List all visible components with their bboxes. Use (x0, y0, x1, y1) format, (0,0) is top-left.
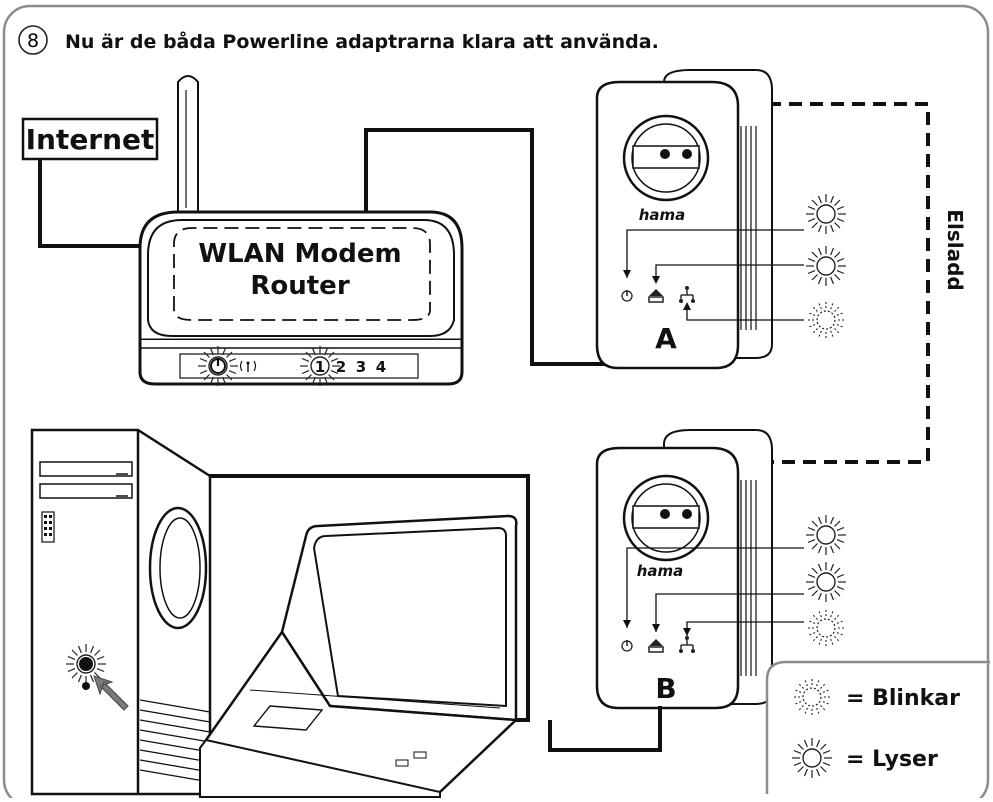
adapter-a-label: A (655, 322, 677, 355)
adapter-b-label: B (655, 672, 676, 705)
adapter-b-brand: hama (637, 562, 684, 580)
press-arrow-icon (93, 675, 129, 711)
router-port-4: 4 (376, 358, 386, 376)
adapter-b-power-led-sun-icon (805, 514, 847, 556)
laptop-to-adapter-b-cable (548, 706, 662, 752)
step-number: 8 (27, 30, 39, 52)
router-wifi-icon (239, 360, 257, 372)
internet-box: Internet (21, 117, 159, 161)
adapter-a-brand: hama (639, 206, 686, 224)
adapter-a-power-led-sun-icon (805, 193, 847, 235)
pc-power-button (79, 657, 93, 671)
router-antenna (177, 75, 199, 213)
pc-to-adapter-b-cable (200, 474, 530, 722)
legend-blink-sun-icon (791, 676, 833, 718)
router-to-adapter-a-cable (364, 128, 610, 366)
legend-blink-label: = Blinkar (846, 686, 960, 711)
laptop (198, 514, 519, 798)
adapter-a-plc-led-sun-icon (805, 245, 847, 287)
router-label-line2: Router (250, 271, 349, 301)
adapter-b-network-led-blink-icon (805, 607, 847, 649)
power-cable-dashed (768, 102, 930, 464)
router-label-line1: WLAN Modem (198, 239, 401, 269)
step-header: 8 Nu är de båda Powerline adaptrarna kla… (18, 25, 659, 55)
outer-frame (2, 4, 990, 802)
step-number-badge (18, 25, 48, 55)
wlan-router: WLAN Modem Router 1 2 3 4 (138, 75, 464, 387)
router-port-3: 3 (356, 358, 366, 376)
internet-label: Internet (26, 123, 155, 156)
internet-cable (38, 159, 160, 248)
adapter-a: hama A (595, 69, 804, 370)
adapter-b-plc-led-sun-icon (805, 561, 847, 603)
step-title: Nu är de båda Powerline adaptrarna klara… (65, 29, 659, 53)
adapter-b: hama B (595, 429, 804, 710)
adapter-a-network-led-blink-icon (805, 299, 847, 341)
legend-on-sun-icon (791, 737, 833, 779)
legend: = Blinkar = Lyser (765, 660, 990, 794)
cable-label: Elsladd (943, 209, 967, 290)
router-port-1: 1 (315, 358, 325, 376)
legend-on-label: = Lyser (846, 747, 938, 772)
desktop-pc (30, 428, 212, 796)
router-port-2: 2 (336, 358, 346, 376)
